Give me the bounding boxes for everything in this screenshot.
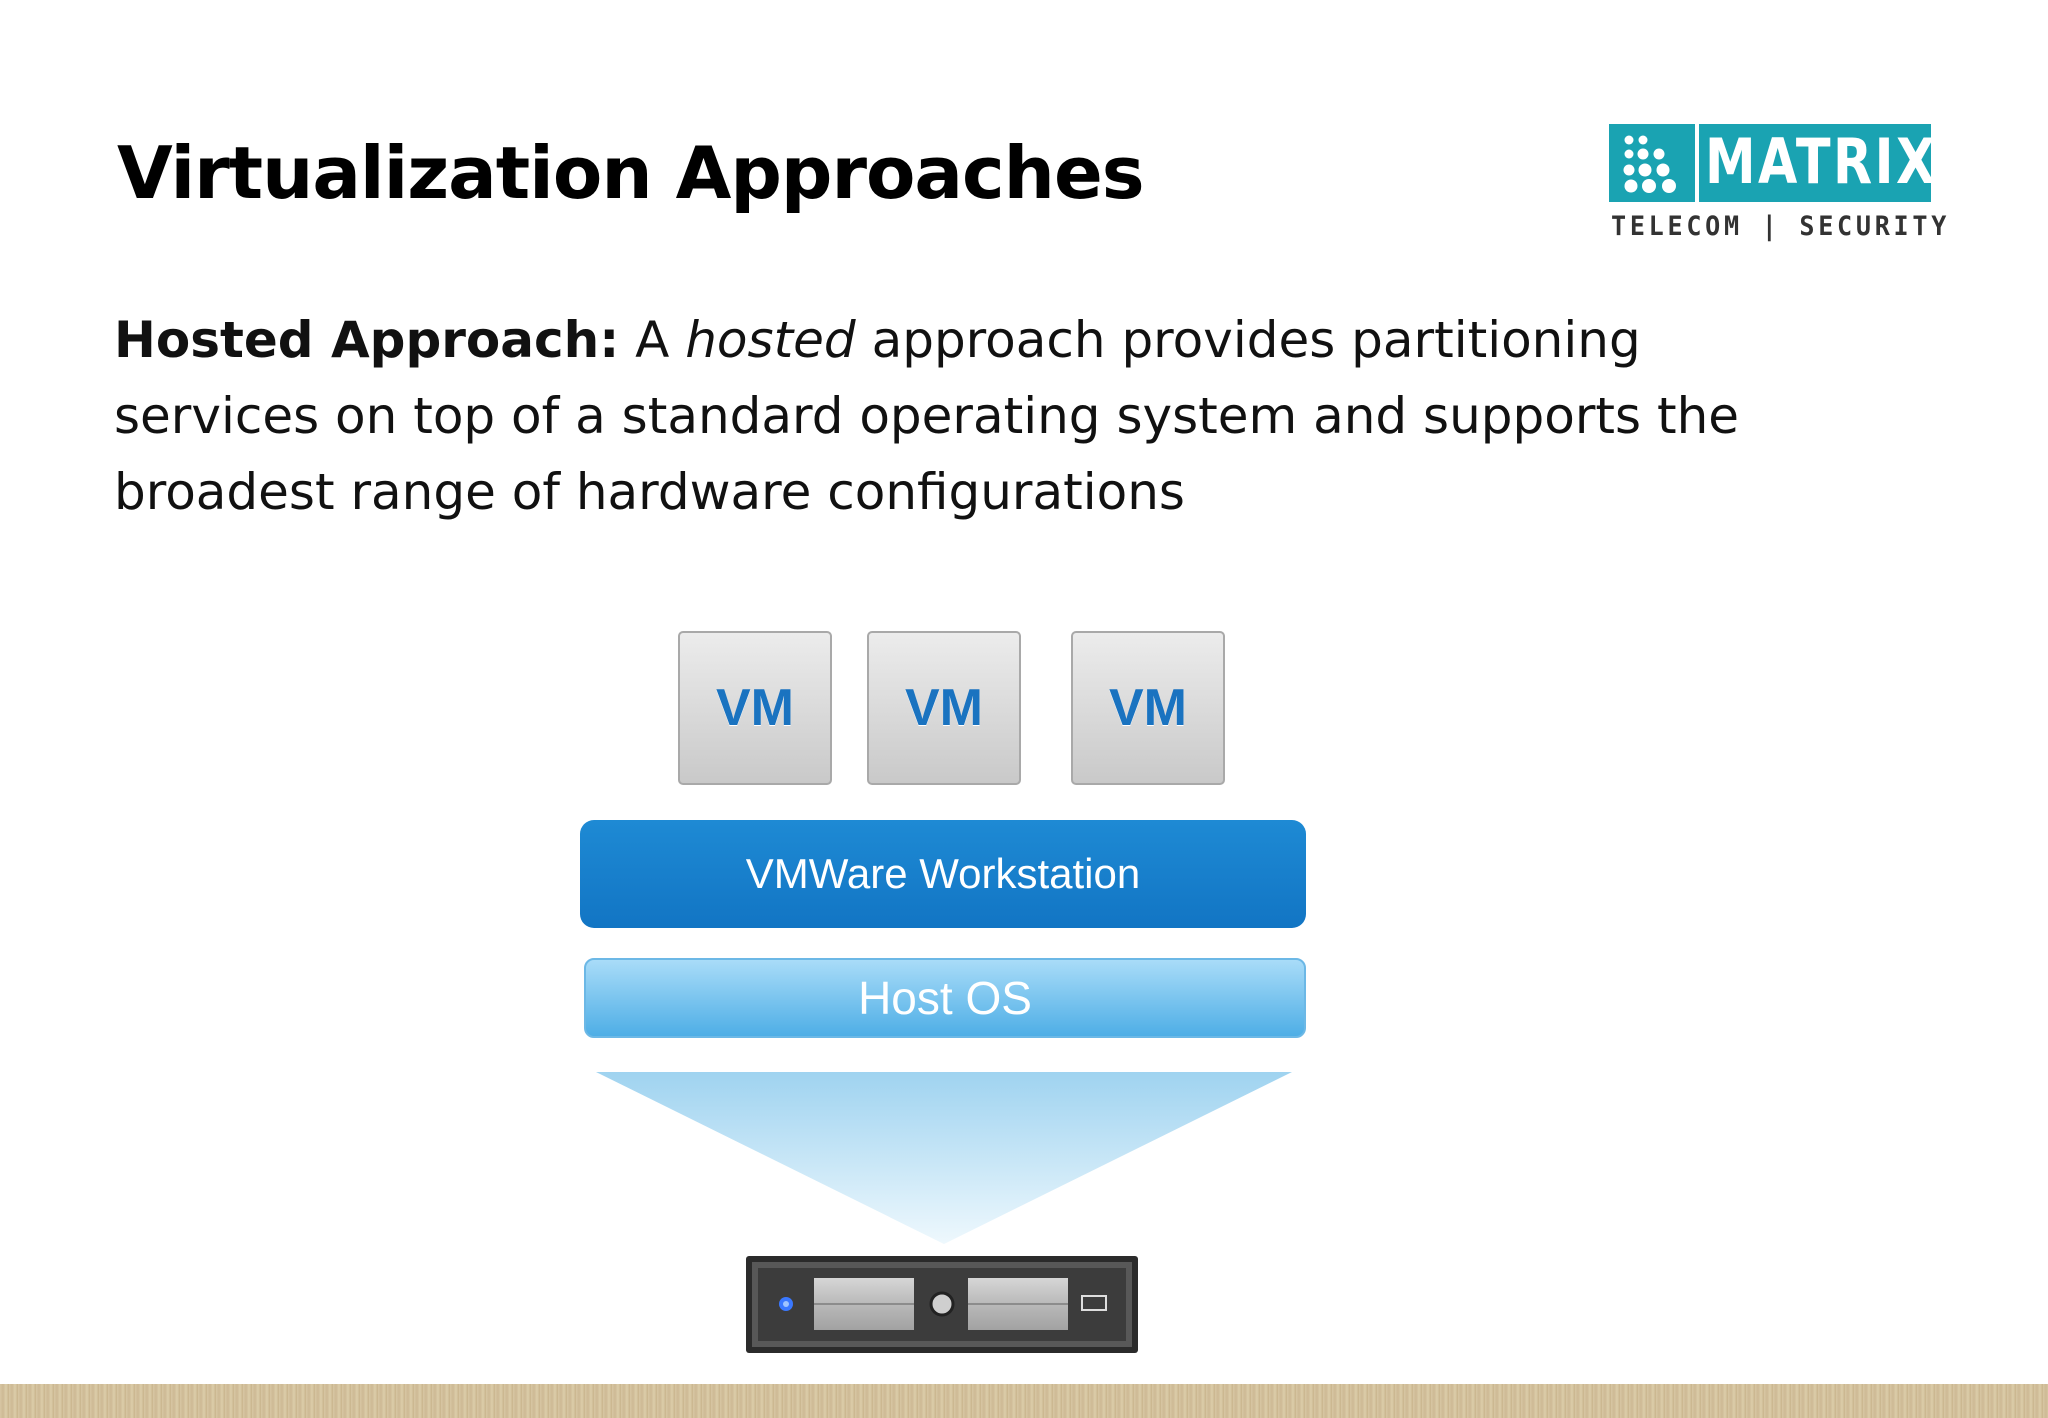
description-text-after: approach provides partitioning services … — [114, 311, 1740, 521]
vm-box-3: VM — [1071, 631, 1225, 785]
server-rack-icon — [746, 1256, 1138, 1353]
funnel-arrow — [596, 1072, 1292, 1244]
vm-box-1: VM — [678, 631, 832, 785]
slide-title: Virtualization Approaches — [117, 131, 1145, 215]
vm-label: VM — [1109, 679, 1187, 737]
description-lead: Hosted Approach: — [114, 311, 620, 369]
vm-label: VM — [716, 679, 794, 737]
hypervisor-layer: VMWare Workstation — [580, 820, 1306, 928]
vm-label: VM — [905, 679, 983, 737]
logo-dots-icon — [1623, 135, 1676, 193]
approach-description: Hosted Approach: A hosted approach provi… — [114, 302, 1814, 530]
matrix-logo: MATRIX TELECOM | SECURITY — [1609, 124, 1951, 244]
vm-box-2: VM — [867, 631, 1021, 785]
host-os-layer: Host OS — [584, 958, 1306, 1038]
host-os-label: Host OS — [858, 972, 1032, 1024]
logo-wordmark: MATRIX — [1705, 125, 1938, 198]
floor-strip — [0, 1384, 2048, 1418]
logo-divider — [1695, 124, 1699, 202]
logo-tagline: TELECOM | SECURITY — [1611, 211, 1951, 242]
description-italic-word: hosted — [685, 311, 856, 369]
description-text-before: A — [619, 311, 686, 369]
hypervisor-label: VMWare Workstation — [745, 850, 1141, 897]
logo-banner: MATRIX — [1609, 124, 1935, 202]
